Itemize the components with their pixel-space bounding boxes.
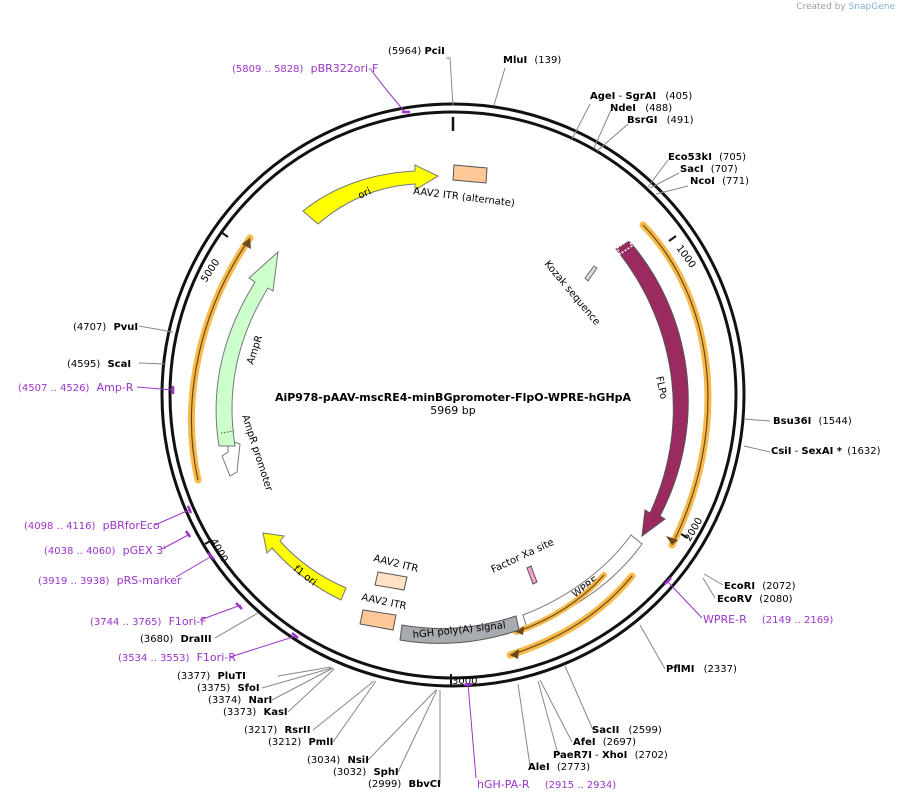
site-sphi: (3032) SphI — [333, 767, 399, 778]
site-agei-sgrai: AgeI - SgrAI (405) — [590, 91, 692, 102]
primer-f1ori-f: (3744 .. 3765) F1ori-F — [90, 615, 207, 628]
site-alei: AleI (2773) — [528, 762, 590, 773]
feature-factor-xa-site: Factor Xa site — [490, 537, 556, 585]
site-pvui: (4707) PvuI — [73, 322, 138, 333]
site-nsii: (3034) NsiI — [307, 755, 369, 766]
site-bsrgi: BsrGI (491) — [627, 115, 694, 126]
snapgene-credit: Created by SnapGene — [796, 2, 895, 12]
site-scai: (4595) ScaI — [67, 359, 131, 370]
site-saci: SacI (707) — [680, 164, 738, 175]
site-kasi: (3373) KasI — [223, 707, 288, 718]
svg-text:AAV2 ITR: AAV2 ITR — [372, 553, 419, 575]
feature-hgh-polya-signal: hGH poly(A) signal — [399, 615, 520, 644]
site-paer7i-xhoi: PaeR7I - XhoI (2702) — [553, 750, 668, 761]
site-pluti: (3377) PluTI — [177, 671, 246, 682]
site-ndei: NdeI (488) — [610, 103, 672, 114]
feature-aav2-itr: AAV2 ITR — [359, 592, 407, 631]
svg-text:FLPo: FLPo — [653, 375, 669, 400]
orf-arrow-ampr — [188, 234, 254, 484]
site-leader-lines — [138, 57, 771, 784]
site-ncoi: NcoI (771) — [690, 176, 749, 187]
backbone-inner-ring — [168, 110, 738, 680]
primer-pgex3: (4038 .. 4060) pGEX 3' — [44, 544, 166, 557]
primer-amp-r: (4507 .. 4526) Amp-R — [18, 381, 134, 394]
svg-text:AAV2 ITR (alternate): AAV2 ITR (alternate) — [413, 186, 516, 209]
feature-ori: ori — [302, 164, 440, 225]
svg-text:Factor Xa site: Factor Xa site — [490, 537, 556, 576]
plasmid-size: 5969 bp — [430, 404, 475, 417]
site-mlui: MluI (139) — [503, 55, 561, 66]
primer-pbr322ori-f: (5809 .. 5828) pBR322ori-F — [232, 62, 378, 75]
site-nari: (3374) NarI — [208, 695, 272, 706]
feature-f1-ori: f1 ori — [262, 532, 347, 601]
site-eco53ki: Eco53kI (705) — [668, 152, 746, 163]
feature-kozak-sequence: Kozak sequence — [542, 259, 602, 328]
tick-3000: 3000 — [450, 674, 477, 687]
site-draiii: (3680) DraIII — [140, 634, 212, 645]
site-bbvci: (2999) BbvCI — [368, 779, 441, 790]
orf-arrow-wpre — [506, 572, 636, 659]
svg-text:AmpR: AmpR — [245, 334, 265, 366]
site-pmli: (3212) PmlI — [268, 737, 333, 748]
plasmid-name: AiP978-pAAV-mscRE4-minBGpromoter-FlpO-WP… — [275, 391, 632, 404]
primer-wpre-r: WPRE-R (2149 .. 2169) — [703, 613, 833, 626]
site-ecorv: EcoRV (2080) — [717, 594, 793, 605]
snapgene-logo: SnapGene — [848, 2, 895, 12]
site-csii-sexai: CsiI - SexAI * (1632) — [771, 446, 881, 457]
svg-text:ori: ori — [356, 186, 373, 202]
site-sfoi: (3375) SfoI — [197, 683, 260, 694]
site-pflmi: PflMI (2337) — [666, 664, 737, 675]
site-pcii: (5964) PciI — [388, 46, 445, 57]
primer-prs-marker: (3919 .. 3938) pRS-marker — [38, 574, 182, 587]
primer-hgh-pa-r: hGH-PA-R (2915 .. 2934) — [477, 778, 616, 791]
primer-pbrforeco: (4098 .. 4116) pBRforEco — [24, 519, 160, 532]
svg-text:AAV2 ITR: AAV2 ITR — [360, 592, 407, 612]
site-sacii: SacII (2599) — [592, 725, 662, 736]
site-afei: AfeI (2697) — [573, 737, 636, 748]
site-bsu36i: Bsu36I (1544) — [773, 416, 852, 427]
svg-text:3000: 3000 — [452, 676, 477, 687]
site-rsrii: (3217) RsrII — [244, 725, 310, 736]
credit-prefix: Created by — [796, 2, 846, 12]
orf-arrow-flpo — [639, 221, 712, 549]
svg-text:4000: 4000 — [207, 537, 229, 565]
feature-aav2-itr-light: AAV2 ITR — [372, 553, 419, 591]
svg-text:AmpR promoter: AmpR promoter — [239, 414, 274, 494]
primer-f1ori-r: (3534 .. 3553) F1ori-R — [118, 651, 236, 664]
feature-flpo: FLPo — [615, 238, 689, 538]
primer-leader-lines — [136, 69, 703, 779]
site-ecori: EcoRI (2072) — [724, 581, 796, 592]
